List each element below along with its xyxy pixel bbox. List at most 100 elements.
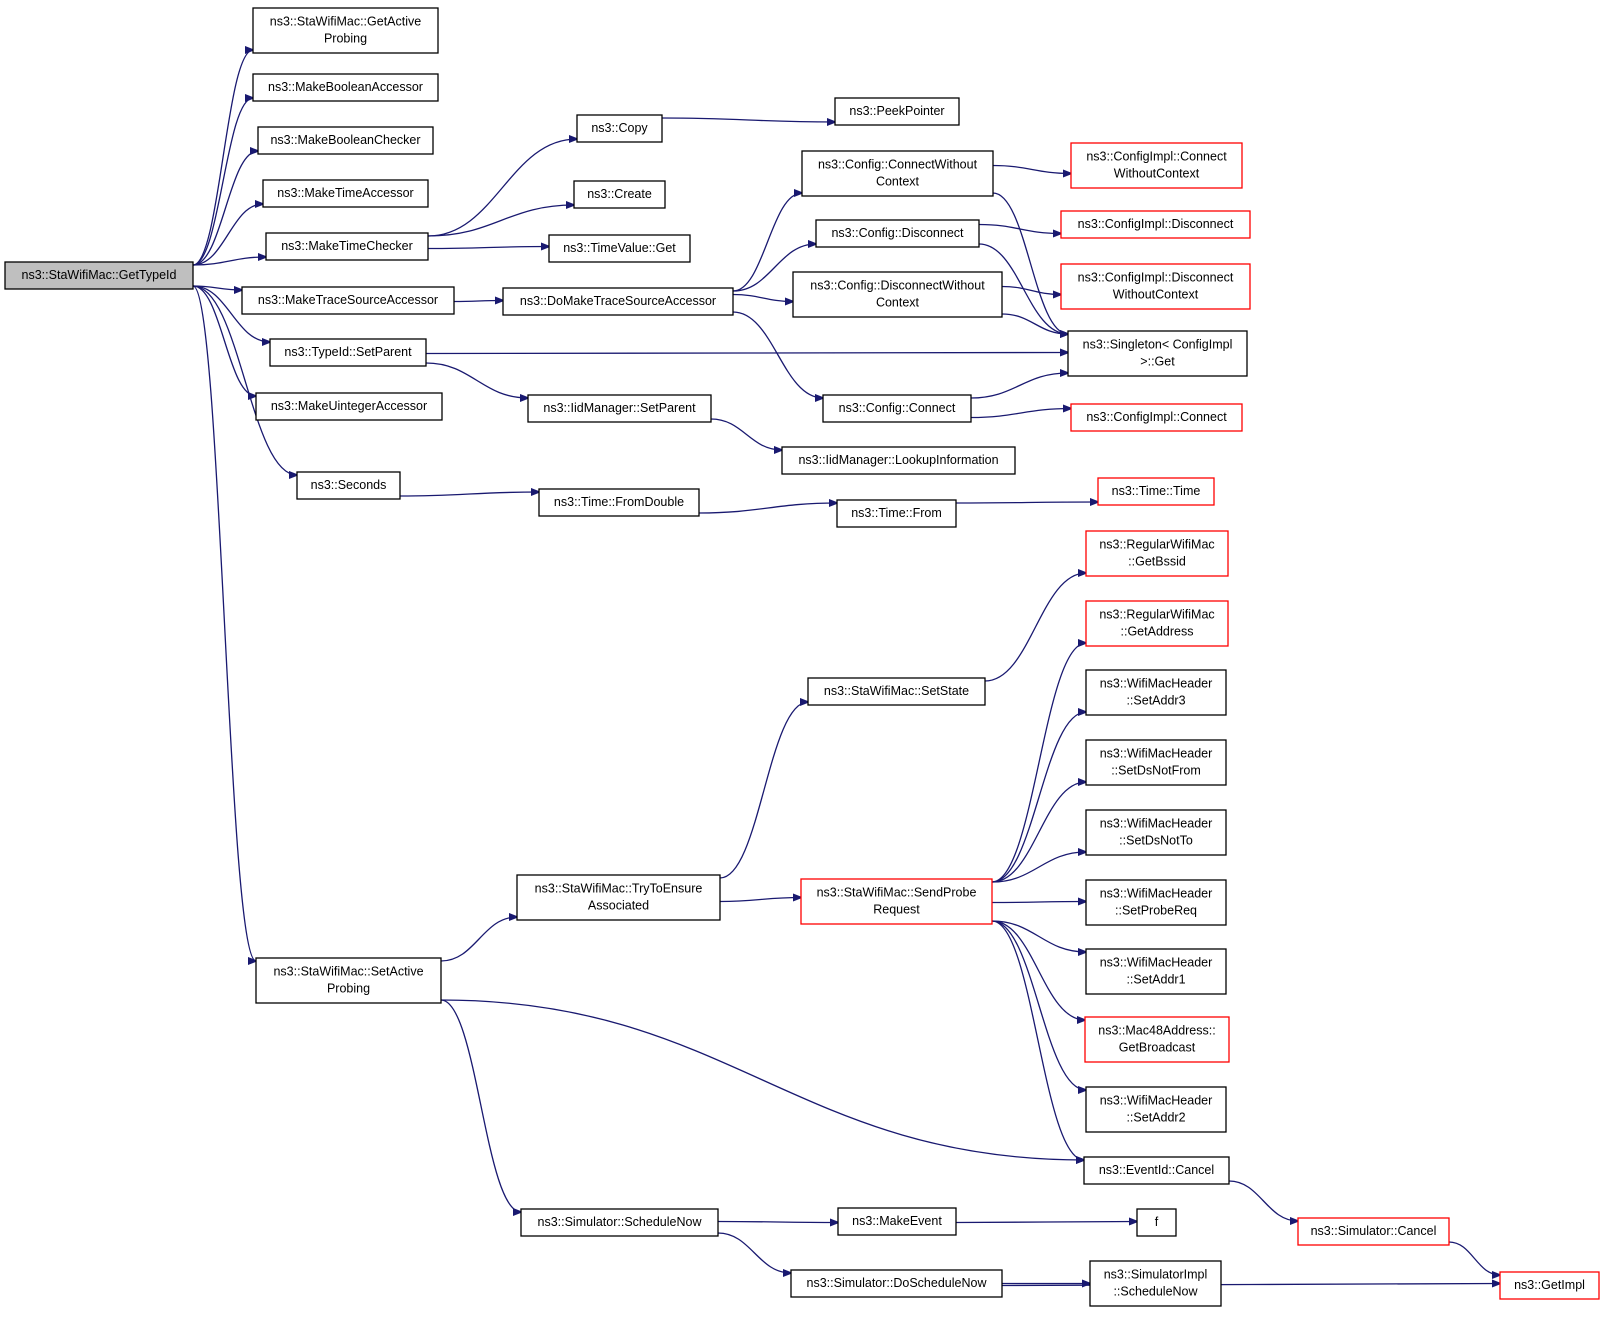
node-box[interactable] xyxy=(257,126,434,155)
node-box[interactable] xyxy=(1085,530,1229,577)
node-config-impl-disconnect[interactable]: ns3::ConfigImpl::Disconnect xyxy=(1060,210,1251,239)
node-box[interactable] xyxy=(255,957,442,1004)
node-seconds[interactable]: ns3::Seconds xyxy=(296,471,401,500)
node-make-trace-source-accessor[interactable]: ns3::MakeTraceSourceAccessor xyxy=(241,286,455,315)
node-config-connect[interactable]: ns3::Config::Connect xyxy=(822,394,972,423)
node-get-impl[interactable]: ns3::GetImpl xyxy=(1499,1271,1600,1300)
node-make-event[interactable]: ns3::MakeEvent xyxy=(837,1207,957,1236)
node-config-impl-connect[interactable]: ns3::ConfigImpl::Connect xyxy=(1070,403,1243,432)
node-do-schedule-now[interactable]: ns3::Simulator::DoScheduleNow xyxy=(790,1269,1003,1298)
node-lookup-information[interactable]: ns3::IidManager::LookupInformation xyxy=(781,446,1016,475)
node-set-ds-not-to[interactable]: ns3::WifiMacHeader::SetDsNotTo xyxy=(1085,809,1227,856)
node-box[interactable] xyxy=(576,114,663,143)
node-box[interactable] xyxy=(527,394,712,423)
node-box[interactable] xyxy=(790,1269,1003,1298)
node-box[interactable] xyxy=(1060,263,1251,310)
node-create[interactable]: ns3::Create xyxy=(573,180,666,209)
node-box[interactable] xyxy=(822,394,972,423)
node-set-addr1[interactable]: ns3::WifiMacHeader::SetAddr1 xyxy=(1085,948,1227,995)
node-box[interactable] xyxy=(520,1208,719,1237)
node-box[interactable] xyxy=(1297,1217,1450,1246)
node-box[interactable] xyxy=(1083,1156,1230,1185)
node-box[interactable] xyxy=(1070,403,1243,432)
node-iid-manager-set-parent[interactable]: ns3::IidManager::SetParent xyxy=(527,394,712,423)
node-simulator-impl-schedule-now[interactable]: ns3::SimulatorImpl::ScheduleNow xyxy=(1089,1260,1222,1307)
node-box[interactable] xyxy=(800,878,993,925)
node-box[interactable] xyxy=(1085,600,1229,647)
node-config-impl-disconnect-without-context[interactable]: ns3::ConfigImpl::DisconnectWithoutContex… xyxy=(1060,263,1251,310)
node-box[interactable] xyxy=(1085,739,1227,786)
node-schedule-now[interactable]: ns3::Simulator::ScheduleNow xyxy=(520,1208,719,1237)
node-make-boolean-checker[interactable]: ns3::MakeBooleanChecker xyxy=(257,126,434,155)
node-box[interactable] xyxy=(1136,1208,1177,1237)
node-box[interactable] xyxy=(538,488,700,517)
node-make-uinteger-accessor[interactable]: ns3::MakeUintegerAccessor xyxy=(255,392,443,421)
node-box[interactable] xyxy=(781,446,1016,475)
node-peek-pointer[interactable]: ns3::PeekPointer xyxy=(834,97,960,126)
node-box[interactable] xyxy=(807,677,986,706)
node-box[interactable] xyxy=(4,261,194,290)
node-box[interactable] xyxy=(252,73,439,102)
node-box[interactable] xyxy=(265,232,429,261)
node-box[interactable] xyxy=(1085,948,1227,995)
node-box[interactable] xyxy=(241,286,455,315)
node-box[interactable] xyxy=(1097,477,1215,506)
node-box[interactable] xyxy=(548,234,691,263)
node-config-disconnect[interactable]: ns3::Config::Disconnect xyxy=(815,219,980,248)
node-box[interactable] xyxy=(1085,1086,1227,1133)
node-time-value-get[interactable]: ns3::TimeValue::Get xyxy=(548,234,691,263)
node-box[interactable] xyxy=(516,874,721,921)
node-box[interactable] xyxy=(252,7,439,54)
node-time-from[interactable]: ns3::Time::From xyxy=(836,499,957,528)
node-box[interactable] xyxy=(837,1207,957,1236)
node-time-time[interactable]: ns3::Time::Time xyxy=(1097,477,1215,506)
node-box[interactable] xyxy=(1085,669,1227,716)
node-box[interactable] xyxy=(269,338,427,367)
node-type-id-set-parent[interactable]: ns3::TypeId::SetParent xyxy=(269,338,427,367)
node-make-boolean-accessor[interactable]: ns3::MakeBooleanAccessor xyxy=(252,73,439,102)
node-root[interactable]: ns3::StaWifiMac::GetTypeId xyxy=(4,261,194,290)
node-box[interactable] xyxy=(1499,1271,1600,1300)
node-time-from-double[interactable]: ns3::Time::FromDouble xyxy=(538,488,700,517)
node-simulator-cancel[interactable]: ns3::Simulator::Cancel xyxy=(1297,1217,1450,1246)
node-box[interactable] xyxy=(255,392,443,421)
node-box[interactable] xyxy=(792,271,1003,318)
node-singleton-get[interactable]: ns3::Singleton< ConfigImpl >::Get xyxy=(1067,330,1248,377)
node-box[interactable] xyxy=(1070,142,1243,189)
node-box[interactable] xyxy=(1085,809,1227,856)
node-get-bssid[interactable]: ns3::RegularWifiMac::GetBssid xyxy=(1085,530,1229,577)
node-event-id-cancel[interactable]: ns3::EventId::Cancel xyxy=(1083,1156,1230,1185)
node-set-state[interactable]: ns3::StaWifiMac::SetState xyxy=(807,677,986,706)
node-get-broadcast[interactable]: ns3::Mac48Address::GetBroadcast xyxy=(1084,1016,1230,1063)
node-set-probe-req[interactable]: ns3::WifiMacHeader::SetProbeReq xyxy=(1085,879,1227,926)
node-box[interactable] xyxy=(815,219,980,248)
node-set-addr3[interactable]: ns3::WifiMacHeader::SetAddr3 xyxy=(1085,669,1227,716)
node-make-time-accessor[interactable]: ns3::MakeTimeAccessor xyxy=(262,179,429,208)
node-box[interactable] xyxy=(801,150,994,197)
node-box[interactable] xyxy=(836,499,957,528)
node-box[interactable] xyxy=(1067,330,1248,377)
node-copy[interactable]: ns3::Copy xyxy=(576,114,663,143)
node-do-make-trace-source-accessor[interactable]: ns3::DoMakeTraceSourceAccessor xyxy=(502,287,734,316)
node-box[interactable] xyxy=(1060,210,1251,239)
node-get-address[interactable]: ns3::RegularWifiMac::GetAddress xyxy=(1085,600,1229,647)
node-make-time-checker[interactable]: ns3::MakeTimeChecker xyxy=(265,232,429,261)
node-box[interactable] xyxy=(296,471,401,500)
node-box[interactable] xyxy=(1085,879,1227,926)
node-box[interactable] xyxy=(262,179,429,208)
node-f[interactable]: f xyxy=(1136,1208,1177,1237)
node-box[interactable] xyxy=(502,287,734,316)
node-set-ds-not-from[interactable]: ns3::WifiMacHeader::SetDsNotFrom xyxy=(1085,739,1227,786)
node-box[interactable] xyxy=(834,97,960,126)
node-set-addr2[interactable]: ns3::WifiMacHeader::SetAddr2 xyxy=(1085,1086,1227,1133)
node-box[interactable] xyxy=(573,180,666,209)
node-box[interactable] xyxy=(1084,1016,1230,1063)
node-box[interactable] xyxy=(1089,1260,1222,1307)
